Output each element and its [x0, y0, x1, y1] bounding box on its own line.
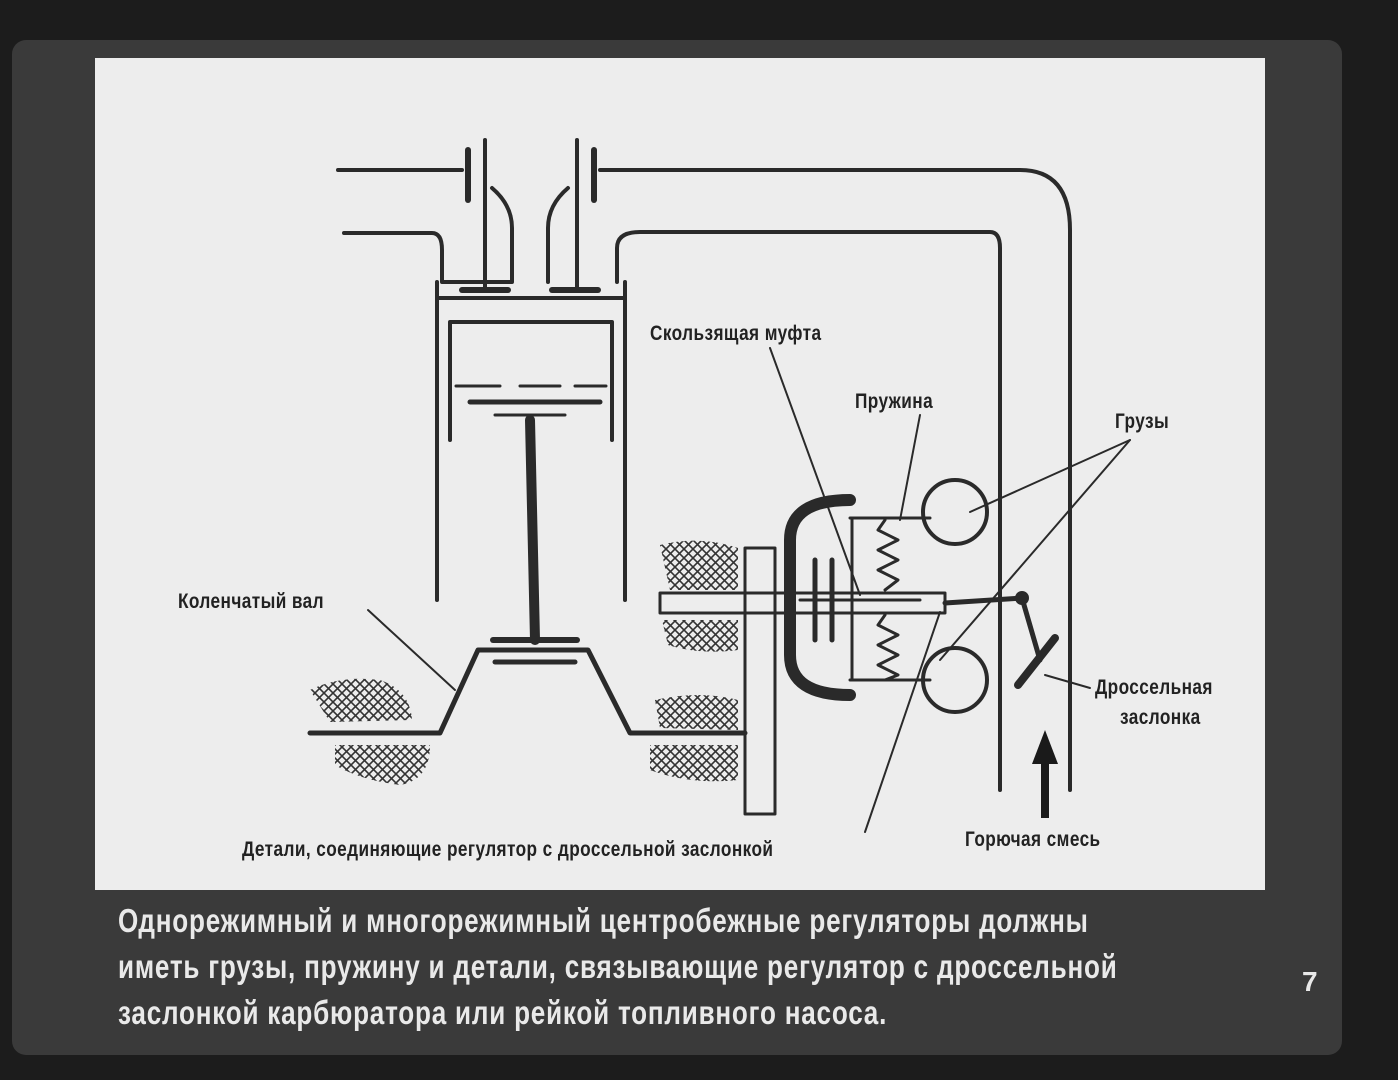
spring-upper [876, 518, 900, 592]
cylinder [435, 280, 627, 602]
weight-upper [921, 478, 989, 546]
caption-line-1: Однорежимный и многорежимный центробежны… [118, 902, 1089, 939]
label-crankshaft: Коленчатый вал [178, 590, 324, 613]
valve-pipes [336, 138, 1072, 792]
page-number: 7 [1302, 966, 1318, 997]
piston [448, 320, 614, 442]
throttle-plate [1014, 634, 1059, 689]
connecting-rod [525, 415, 540, 645]
crankshaft-line [307, 647, 748, 736]
gear [743, 546, 777, 816]
fuel-arrow [1032, 730, 1058, 818]
label-connecting-parts: Детали, соединяющие регулятор с дроссель… [242, 838, 774, 861]
governor-housing [784, 494, 856, 701]
caption-line-2: иметь грузы, пружину и детали, связывающ… [118, 948, 1118, 985]
caption-line-3: заслонкой карбюратора или рейкой топливн… [118, 994, 888, 1031]
label-throttle-line1: Дроссельная [1095, 676, 1213, 699]
label-spring: Пружина [855, 390, 934, 413]
spring-lower [876, 613, 900, 682]
label-fuel-mixture: Горючая смесь [965, 828, 1101, 851]
throttle-linkage [942, 595, 1043, 663]
label-weights: Грузы [1115, 410, 1170, 433]
weight-lower [921, 646, 989, 714]
slide-caption: Однорежимный и многорежимный центробежны… [118, 898, 1161, 1036]
label-throttle-line2: заслонка [1120, 706, 1201, 729]
hatched-supports [310, 540, 738, 785]
governor-shaft [658, 591, 947, 615]
label-sliding-coupling: Скользящая муфта [650, 322, 822, 345]
